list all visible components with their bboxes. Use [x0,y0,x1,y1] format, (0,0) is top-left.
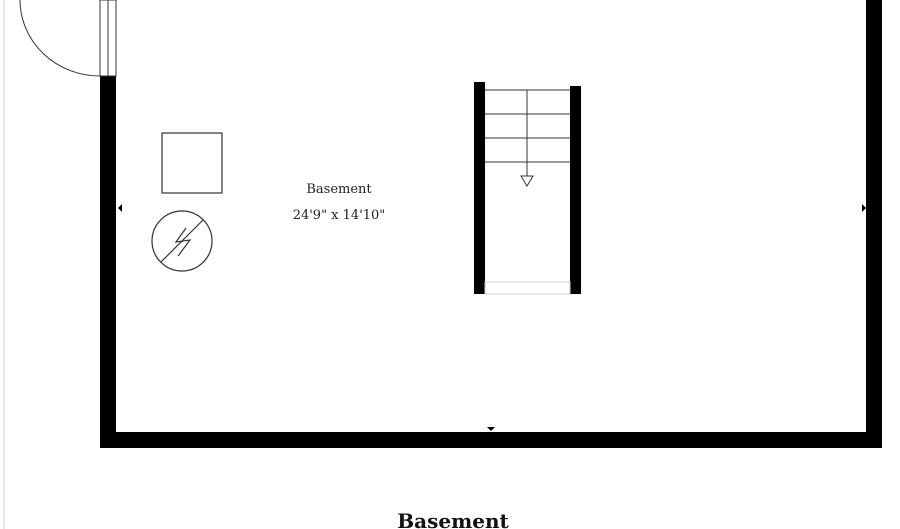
bottom-wall-marker [487,427,495,431]
electrical-panel-icon [151,210,213,272]
stair-base [484,281,571,295]
door-swing-icon [19,0,101,77]
stair-direction-arrow-icon [520,90,534,187]
right-wall-marker [862,204,866,212]
staircase-icon [474,82,581,295]
floor-title: Basement [397,509,509,529]
wall-bottom [100,432,882,448]
left-wall-marker [118,204,122,212]
wall-markers [118,204,866,431]
stair-stringer-left [474,82,485,294]
room-name-label: Basement [306,182,372,197]
room-dimensions-label: 24'9" x 14'10" [293,208,386,223]
wall-right [866,0,882,448]
walls [99,0,882,448]
utility-square-icon [161,132,223,194]
wall-left [100,76,116,448]
stair-stringer-right [570,86,581,294]
